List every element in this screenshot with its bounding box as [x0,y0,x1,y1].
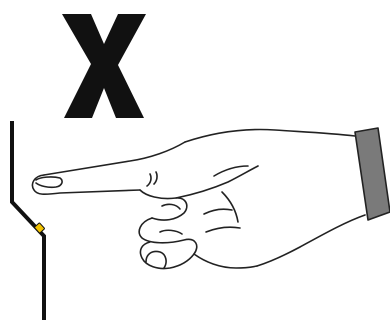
cross-x-icon [62,14,146,118]
edge-marker [34,223,45,234]
pointing-hand-icon [32,130,365,269]
bent-edge-icon [12,121,45,320]
sleeve-cuff [355,128,390,220]
